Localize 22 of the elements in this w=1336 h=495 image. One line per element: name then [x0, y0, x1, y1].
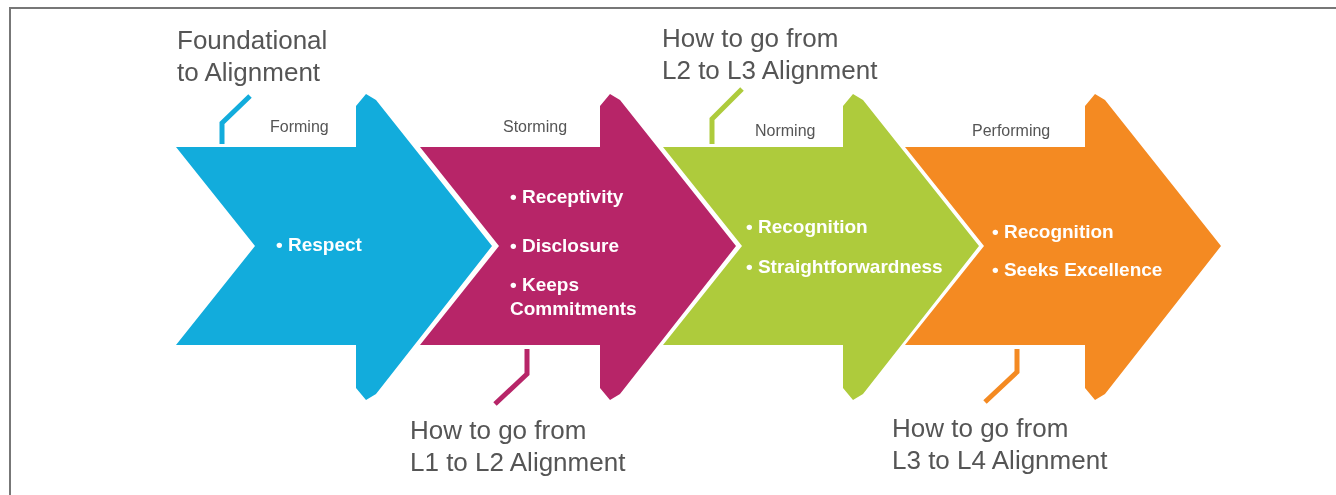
bullet-text: • Recognition: [992, 220, 1115, 244]
stage-label: Performing: [972, 122, 1051, 140]
stage-label: Norming: [755, 122, 816, 140]
stage-label: Storming: [503, 118, 568, 136]
bullet-text: • Respect: [276, 233, 363, 257]
chevron-banner: [420, 94, 736, 400]
leader-line: [983, 349, 1020, 404]
callout-text: How to go from L3 to L4 Alignment: [892, 412, 1172, 476]
callout-text: Foundational to Alignment: [177, 24, 417, 88]
leader-line: [219, 94, 252, 144]
leader-line: [709, 87, 744, 144]
leader-line: [493, 349, 530, 406]
bullet-text: • Receptivity: [510, 185, 625, 209]
bullet-text: • Keeps Commitments: [510, 273, 638, 321]
chevron-banner: [176, 94, 492, 400]
bullet-text: • Straightforwardness: [746, 255, 944, 279]
bullet-text: • Recognition: [746, 215, 869, 239]
bullet-text: • Seeks Excellence: [992, 258, 1164, 282]
bullet-text: • Disclosure: [510, 234, 621, 258]
stage-label: Forming: [270, 118, 329, 136]
callout-text: How to go from L2 to L3 Alignment: [662, 22, 942, 86]
callout-text: How to go from L1 to L2 Alignment: [410, 414, 690, 478]
